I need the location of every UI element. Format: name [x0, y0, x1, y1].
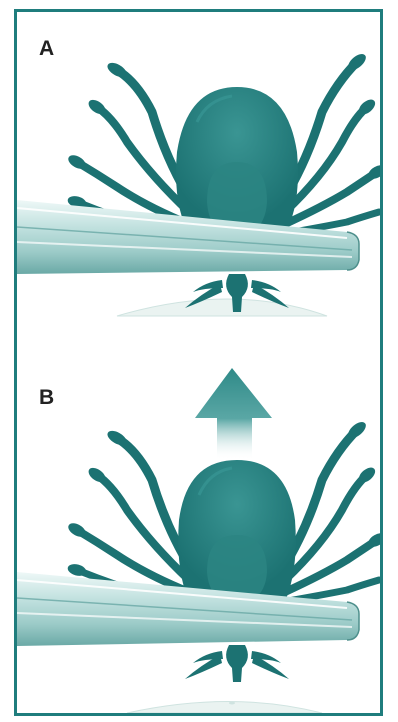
tick-head — [185, 645, 289, 682]
panel-b-illustration — [17, 340, 380, 713]
tick-icon — [176, 87, 298, 240]
panel-b: B — [17, 340, 380, 713]
skin-surface — [117, 299, 327, 316]
illustration-frame: A — [14, 9, 383, 716]
up-arrow-icon — [195, 368, 272, 460]
skin-surface — [127, 702, 322, 714]
tick-icon — [178, 460, 296, 608]
panel-a-illustration — [17, 12, 380, 340]
panel-label-b: B — [39, 386, 55, 410]
panel-a: A — [17, 12, 380, 340]
panel-label-a: A — [39, 37, 55, 61]
